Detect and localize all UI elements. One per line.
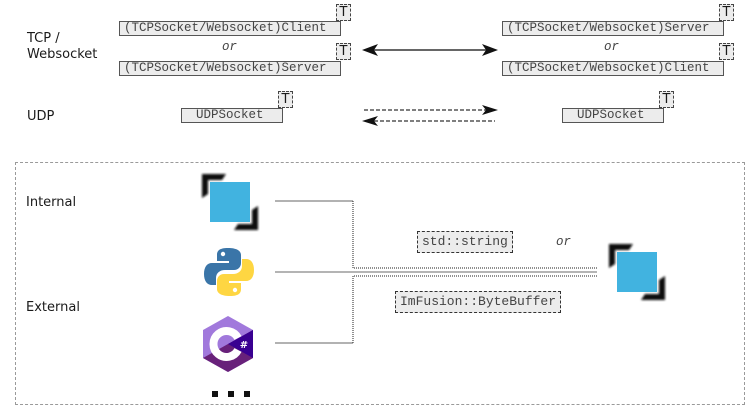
template-badge: T xyxy=(659,91,674,108)
dot xyxy=(228,391,234,397)
more-sources-indicator xyxy=(212,391,250,397)
svg-text:#: # xyxy=(240,340,248,351)
std-string-type-box: std::string xyxy=(417,231,513,253)
or-text-types: or xyxy=(556,235,572,249)
transport-arrows xyxy=(362,44,498,126)
udp-socket-box-left: UDPSocket xyxy=(181,108,283,123)
template-badge: T xyxy=(719,43,734,60)
template-badge: T xyxy=(719,4,734,21)
udp-arrow-right xyxy=(364,105,498,115)
or-text-right: or xyxy=(604,40,620,54)
udp-arrow-left xyxy=(362,116,495,126)
tcp-bidirectional-arrow xyxy=(362,44,498,56)
python-logo-icon xyxy=(204,248,254,296)
internal-connector xyxy=(275,200,597,269)
internal-label: Internal xyxy=(26,195,77,210)
imfusion-logo-icon xyxy=(609,244,665,300)
tcp-server-box-right: (TCPSocket/Websocket)Server xyxy=(502,21,724,36)
or-text-left: or xyxy=(222,40,238,54)
external-label: External xyxy=(26,300,80,315)
tcp-client-box-left: (TCPSocket/Websocket)Client xyxy=(119,21,341,36)
udp-socket-box-right: UDPSocket xyxy=(562,108,664,123)
template-badge: T xyxy=(336,43,351,60)
csharp-connector xyxy=(275,275,597,344)
bytebuffer-type-box: ImFusion::ByteBuffer xyxy=(395,291,562,313)
tcp-client-box-right: (TCPSocket/Websocket)Client xyxy=(502,61,724,76)
dot xyxy=(244,391,250,397)
template-badge: T xyxy=(278,91,293,108)
udp-label: UDP xyxy=(27,109,55,124)
template-badge: T xyxy=(336,4,351,21)
csharp-logo-icon: # xyxy=(203,316,253,372)
tcp-websocket-label: TCP / Websocket xyxy=(27,31,98,62)
dot xyxy=(212,391,218,397)
tcp-server-box-left: (TCPSocket/Websocket)Server xyxy=(119,61,341,76)
imfusion-logo-icon xyxy=(202,174,258,230)
data-types-panel xyxy=(15,162,745,405)
